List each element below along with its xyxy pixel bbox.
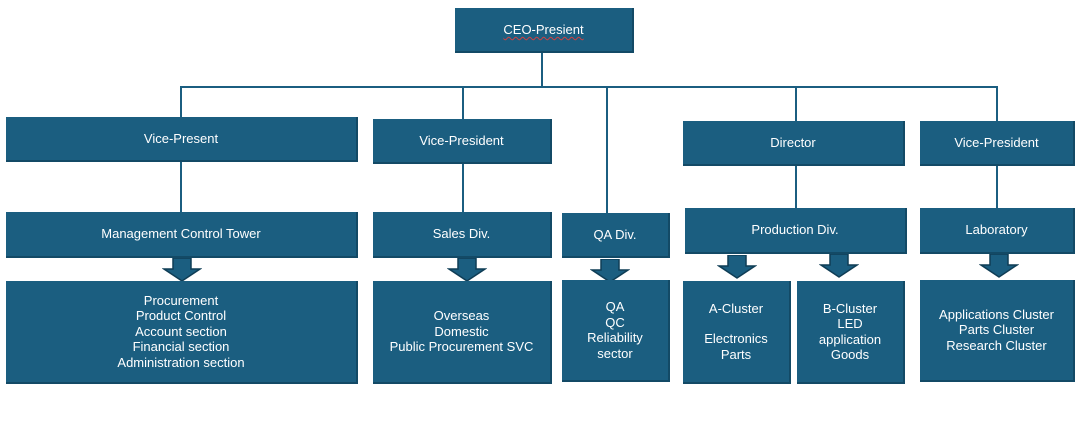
section-line: sector <box>597 345 633 361</box>
section-line: Parts Cluster <box>958 322 1035 338</box>
head-to-division-line-4 <box>795 164 797 208</box>
down-arrow-icon <box>819 254 859 278</box>
section-line: Research Cluster <box>946 337 1047 353</box>
down-arrow-icon <box>979 254 1019 278</box>
section-line: LED <box>837 316 863 331</box>
ceo-connector <box>541 52 543 87</box>
section-line: Product Control <box>135 308 227 324</box>
section-line: Applications Cluster <box>939 306 1054 322</box>
drop-line-1 <box>180 86 182 117</box>
section-box-1: Procurement Product Control Account sect… <box>6 281 358 384</box>
section-line: Overseas <box>433 308 490 324</box>
down-arrow-icon <box>447 258 487 282</box>
section-box-3: QA QC Reliability sector <box>562 280 670 382</box>
head-title-4: Director <box>770 134 816 150</box>
section-line: Administration section <box>117 354 245 370</box>
drop-line-3 <box>606 86 608 213</box>
section-line: Parts <box>720 346 752 362</box>
section-line: QC <box>605 314 625 330</box>
section-line: Account section <box>135 323 227 339</box>
division-box-3: QA Div. <box>562 213 670 258</box>
ceo-box: CEO-Presient <box>455 8 634 53</box>
division-title-3: QA Div. <box>593 226 637 242</box>
section-box-2: Overseas Domestic Public Procurement SVC <box>373 281 552 384</box>
head-title-5: Vice-President <box>954 134 1039 150</box>
section-line: Procurement <box>143 292 219 308</box>
section-box-4b: B-Cluster LED application Goods <box>797 281 905 384</box>
head-to-division-line-1 <box>180 160 182 212</box>
head-box-2: Vice-President <box>373 119 552 164</box>
section-line: Goods <box>830 347 870 362</box>
down-arrow-icon <box>717 255 757 279</box>
down-arrow-icon <box>162 258 202 282</box>
division-box-4: Production Div. <box>685 208 907 254</box>
division-title-5: Laboratory <box>965 222 1028 238</box>
division-title-2: Sales Div. <box>432 226 491 242</box>
head-box-4: Director <box>683 121 905 166</box>
head-title-2: Vice-President <box>419 132 504 148</box>
division-title-1: Management Control Tower <box>101 226 261 242</box>
division-box-2: Sales Div. <box>373 212 552 258</box>
drop-line-2 <box>462 86 464 119</box>
section-line: Financial section <box>132 339 230 355</box>
head-to-division-line-2 <box>462 162 464 212</box>
section-box-4a: A-Cluster Electronics Parts <box>683 281 791 384</box>
section-box-5: Applications Cluster Parts Cluster Resea… <box>920 280 1075 382</box>
head-to-division-line-5 <box>996 164 998 208</box>
down-arrow-icon <box>590 259 630 283</box>
section-line: Reliability <box>587 330 643 345</box>
ceo-title: CEO-Presient <box>503 21 584 37</box>
top-bus-line <box>180 86 998 88</box>
head-title-1: Vice-Present <box>143 130 219 146</box>
section-line: QA <box>605 299 625 314</box>
head-box-5: Vice-President <box>920 121 1075 166</box>
division-title-4: Production Div. <box>751 222 839 238</box>
section-line: B-Cluster <box>822 300 878 316</box>
drop-line-4 <box>795 86 797 121</box>
section-line: Electronics <box>704 331 768 347</box>
drop-line-5 <box>996 86 998 121</box>
division-box-1: Management Control Tower <box>6 212 358 258</box>
section-line: Domestic <box>434 323 489 339</box>
head-box-1: Vice-Present <box>6 117 358 162</box>
section-line: A-Cluster <box>708 300 764 316</box>
division-box-5: Laboratory <box>920 208 1075 254</box>
section-line: application <box>818 331 882 347</box>
section-line: Public Procurement SVC <box>389 339 534 355</box>
